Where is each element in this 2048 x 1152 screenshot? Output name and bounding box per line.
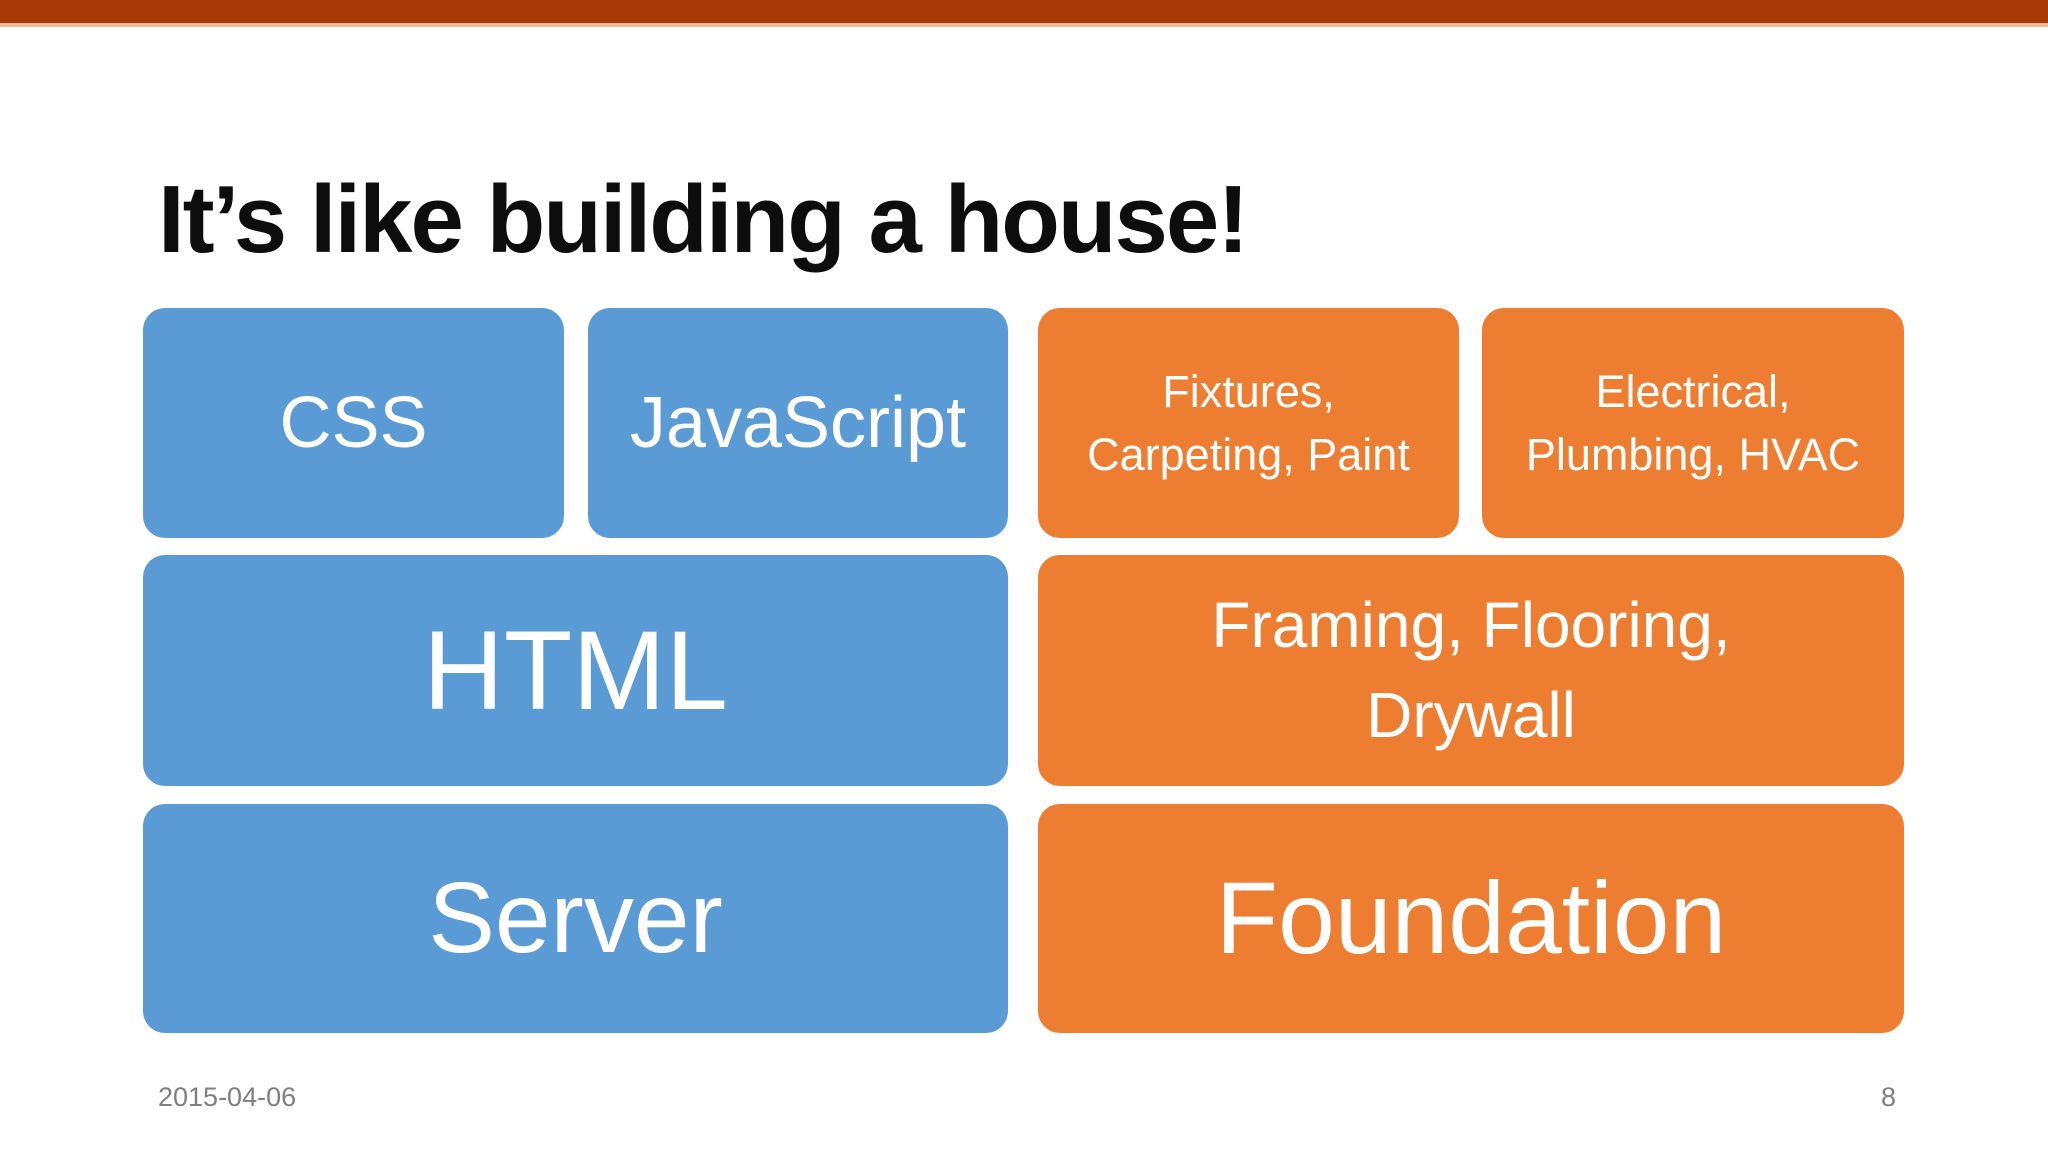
slide-accent-bar xyxy=(0,0,2048,27)
css-box: CSS xyxy=(143,308,564,538)
server-box: Server xyxy=(143,804,1008,1033)
fixtures-carpeting-paint-box: Fixtures, Carpeting, Paint xyxy=(1038,308,1459,538)
page-number: 8 xyxy=(1880,1082,1896,1112)
foundation-box: Foundation xyxy=(1038,804,1904,1033)
electrical-plumbing-hvac-box: Electrical, Plumbing, HVAC xyxy=(1482,308,1904,538)
javascript-box: JavaScript xyxy=(588,308,1008,538)
html-box: HTML xyxy=(143,555,1008,786)
framing-flooring-drywall-box: Framing, Flooring, Drywall xyxy=(1038,555,1904,786)
slide-title: It’s like building a house! xyxy=(158,166,1249,274)
footer-date: 2015-04-06 xyxy=(158,1082,297,1112)
